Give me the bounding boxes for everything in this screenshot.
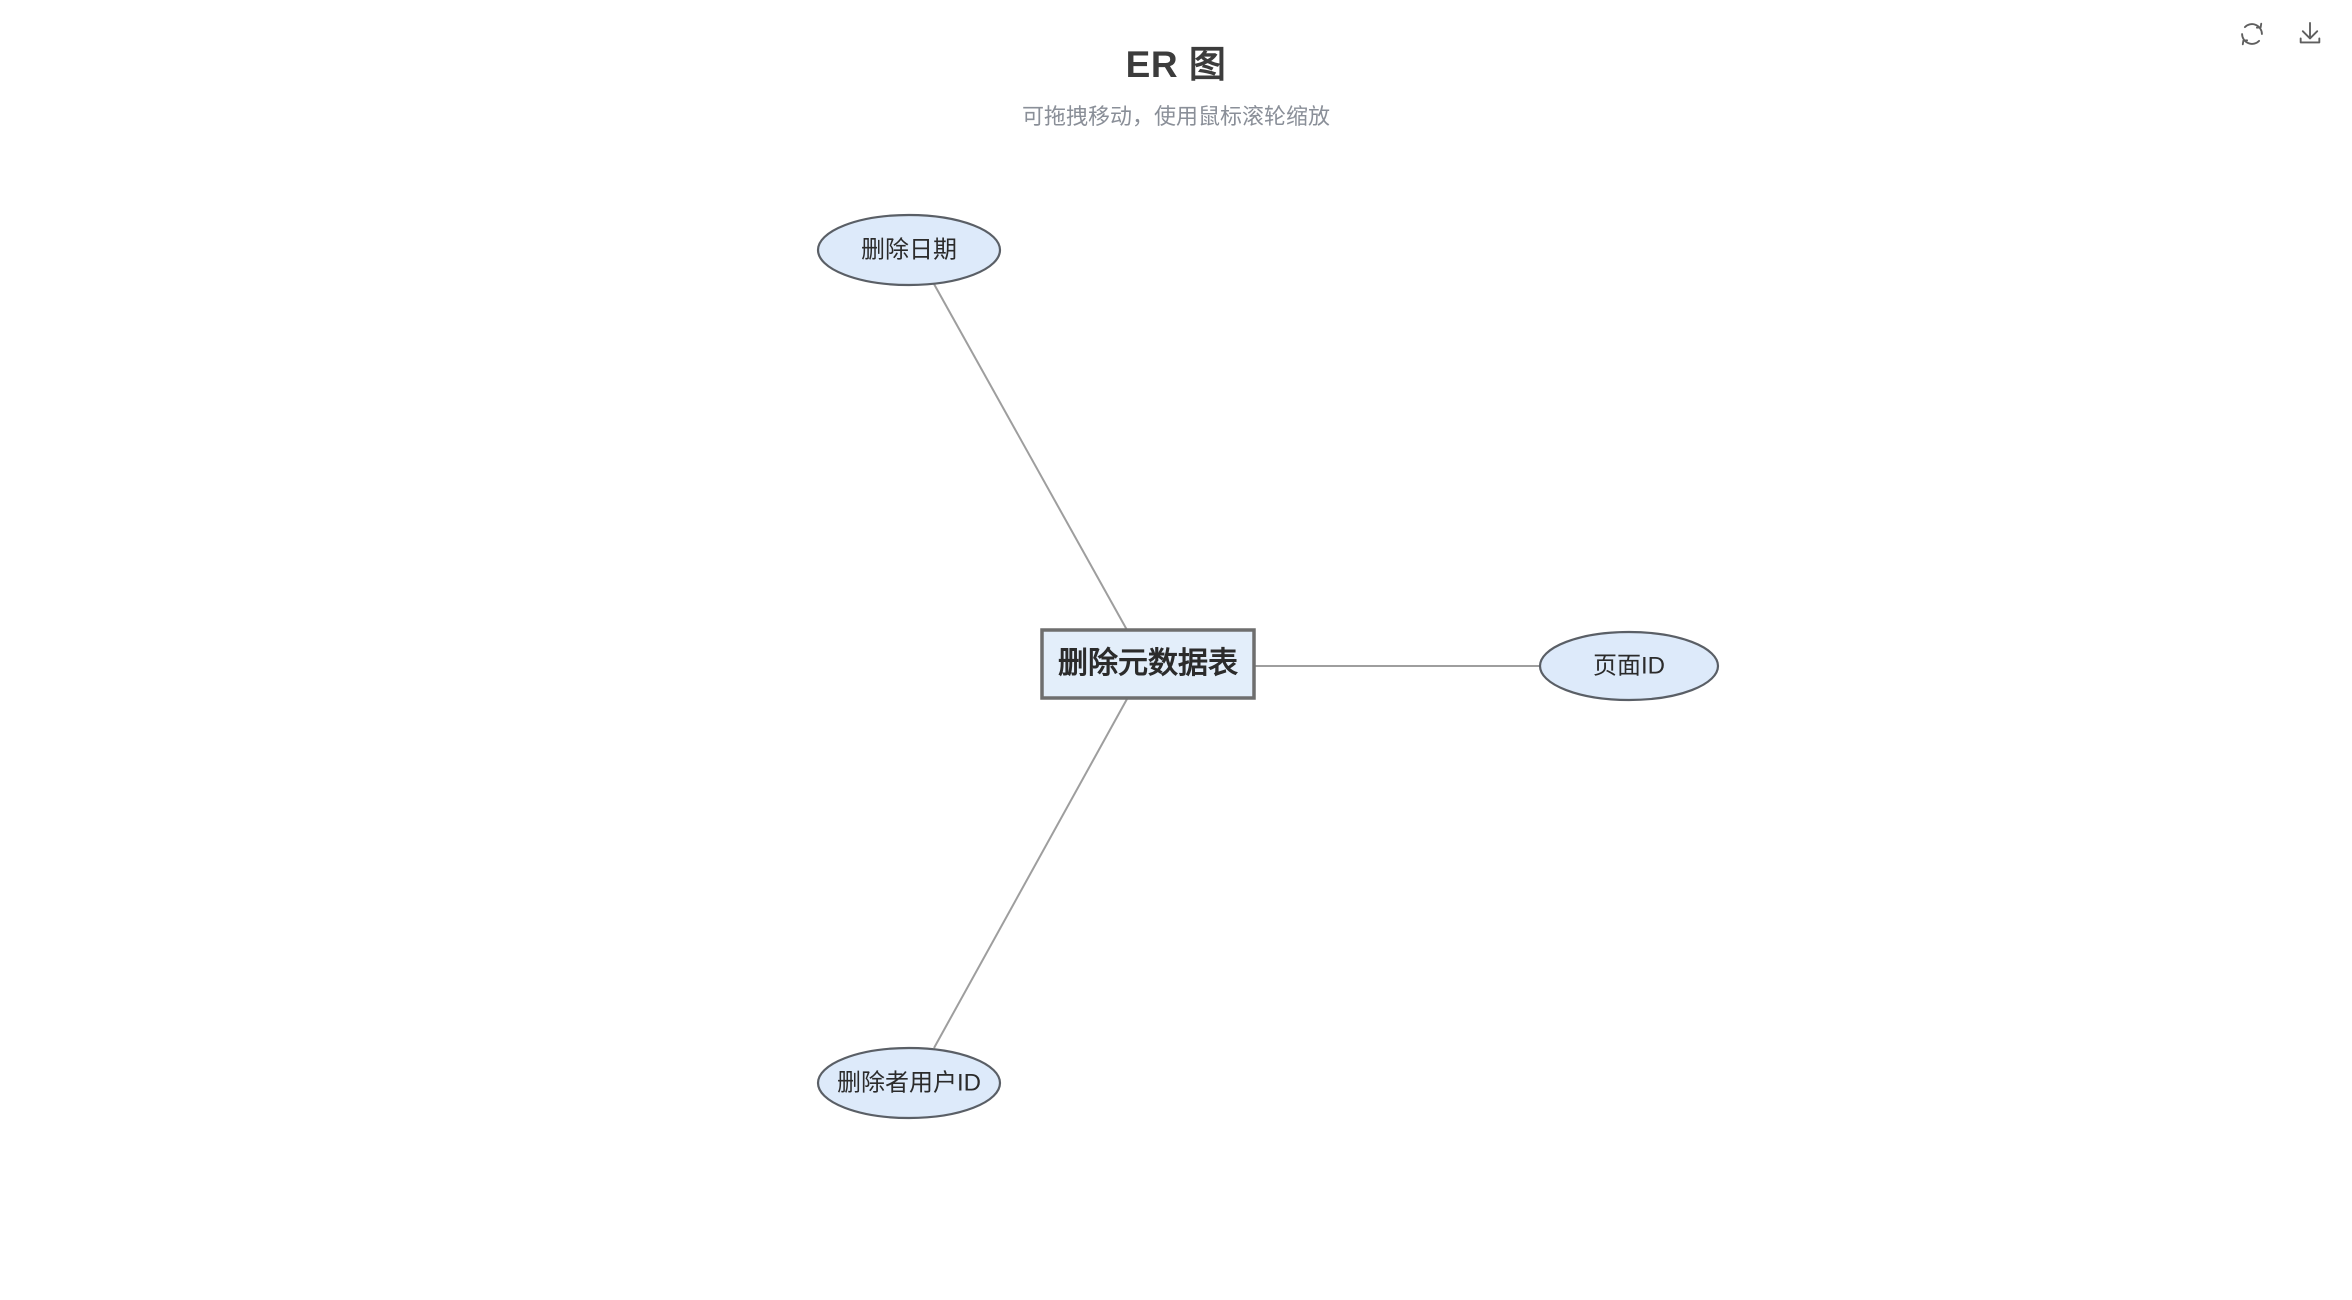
download-button[interactable] (2288, 12, 2332, 56)
refresh-icon (2238, 20, 2266, 48)
edge-entity-to-deleter-user-id (933, 698, 1128, 1049)
toolbar (2230, 12, 2332, 56)
attribute-ellipse[interactable] (816, 213, 1002, 287)
entity-rect[interactable] (1040, 628, 1256, 700)
attribute-label: 删除者用户ID (837, 1069, 981, 1096)
edge-delete-date-to-entity (933, 283, 1128, 631)
reset-view-button[interactable] (2230, 12, 2274, 56)
edge-group (933, 283, 1540, 1049)
download-icon (2296, 20, 2324, 48)
attribute-node-page-id[interactable]: 页面ID (1538, 630, 1720, 702)
attribute-label: 删除日期 (861, 236, 957, 263)
attribute-node-deleter-user-id[interactable]: 删除者用户ID (816, 1046, 1002, 1120)
entity-label: 删除元数据表 (1058, 646, 1238, 680)
entity-node-delete-metadata-table[interactable]: 删除元数据表 (1040, 628, 1256, 700)
attribute-label: 页面ID (1593, 652, 1665, 679)
attribute-node-delete-date[interactable]: 删除日期 (816, 213, 1002, 287)
attribute-ellipse[interactable] (816, 1046, 1002, 1120)
attribute-ellipse[interactable] (1538, 630, 1720, 702)
